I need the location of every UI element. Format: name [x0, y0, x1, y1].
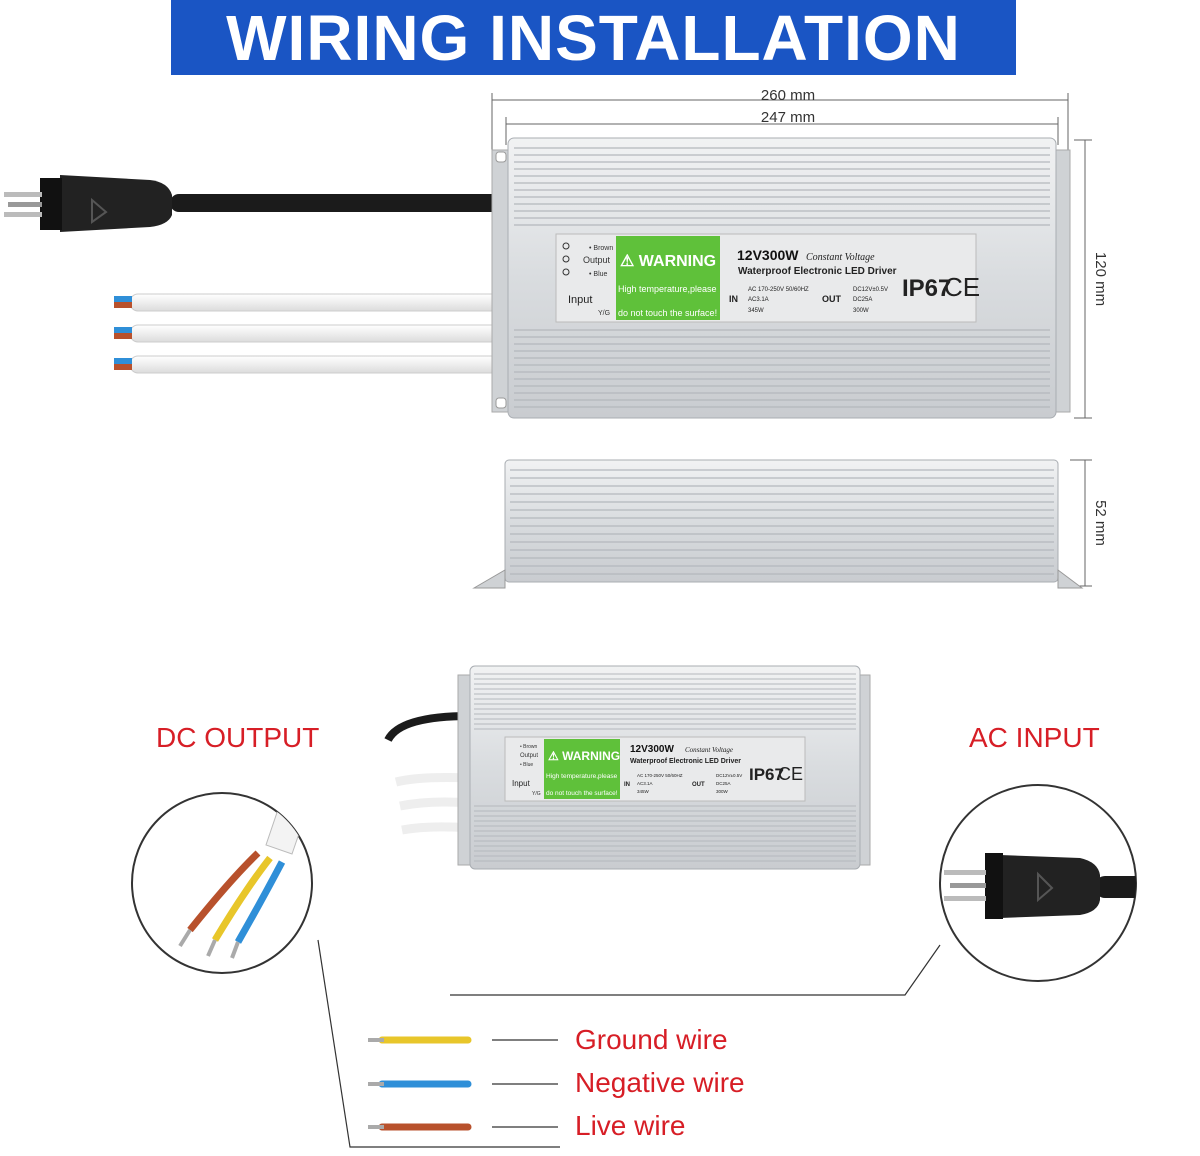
- ce-mark-small: CE: [778, 764, 803, 784]
- ip-rating: IP67: [902, 275, 951, 302]
- warning-line-2: do not touch the surface!: [618, 308, 717, 318]
- out-voltage-small: DC12V±0.5V: [716, 773, 742, 778]
- out-power: 300W: [853, 308, 869, 314]
- ground-label: Y/G: [598, 310, 610, 317]
- led-driver-wired: ⚠ WARNING High temperature,please do not…: [384, 665, 871, 870]
- ground-label-small: Y/G: [532, 791, 541, 797]
- title-banner: WIRING INSTALLATION: [171, 0, 1016, 75]
- in-power: 345W: [748, 308, 764, 314]
- warning-line-2-small: do not touch the surface!: [546, 790, 618, 797]
- dim-outer-width: 260 mm: [761, 87, 815, 104]
- warning-line-1: High temperature,please: [618, 284, 717, 294]
- description-label: Waterproof Electronic LED Driver: [738, 266, 897, 277]
- dim-inner-width: 247 mm: [761, 109, 815, 126]
- in-current-small: AC3.1A: [637, 781, 653, 786]
- dc-output-label: DC OUTPUT: [156, 722, 320, 753]
- led-driver-side-view: [472, 459, 1084, 589]
- legend-negative-label: Negative wire: [575, 1067, 745, 1098]
- out-current-small: DC25A: [716, 781, 731, 786]
- wire-legend: [368, 1036, 558, 1131]
- page-title: WIRING INSTALLATION: [226, 1, 961, 74]
- model-label-small: 12V300W: [630, 744, 674, 755]
- mode-label: Constant Voltage: [806, 252, 875, 263]
- description-label-small: Waterproof Electronic LED Driver: [630, 758, 741, 765]
- dimension-lines: [491, 93, 1092, 587]
- legend-ground-label: Ground wire: [575, 1024, 728, 1055]
- terminal-brown-small: • Brown: [520, 744, 538, 750]
- in-label-small: IN: [624, 782, 630, 788]
- in-voltage: AC 170-250V 50/60HZ: [748, 287, 809, 293]
- ac-power-cord: [4, 175, 506, 232]
- ip-rating-small: IP67: [749, 765, 784, 784]
- model-label: 12V300W: [737, 247, 799, 263]
- warning-title: ⚠ WARNING: [620, 253, 716, 270]
- input-label-small: Input: [512, 779, 531, 788]
- led-driver-top-view: [491, 137, 1071, 419]
- warning-line-1-small: High temperature,please: [546, 773, 618, 780]
- ac-input-label: AC INPUT: [969, 722, 1100, 753]
- dim-height: 120 mm: [1092, 252, 1109, 306]
- dc-output-zoom: [131, 792, 560, 1148]
- legend-live-label: Live wire: [575, 1110, 686, 1141]
- terminal-brown-label: • Brown: [589, 245, 613, 252]
- in-current: AC3.1A: [748, 297, 769, 303]
- terminal-output-small: Output: [520, 753, 538, 759]
- out-power-small: 300W: [716, 789, 729, 794]
- dim-depth: 52 mm: [1092, 500, 1109, 546]
- in-power-small: 345W: [637, 789, 650, 794]
- terminal-blue-small: • Blue: [520, 762, 533, 768]
- warning-title-small: ⚠ WARNING: [548, 749, 620, 763]
- dc-output-cables: [114, 293, 511, 374]
- out-label: OUT: [822, 294, 842, 304]
- device-label: • Brown Output • Blue Input Y/G ⚠ WARNIN…: [562, 242, 980, 318]
- out-label-small: OUT: [692, 782, 705, 788]
- terminal-blue-label: • Blue: [589, 271, 608, 278]
- in-voltage-small: AC 170-250V 50/60HZ: [637, 773, 683, 778]
- in-label: IN: [729, 294, 738, 304]
- ac-input-zoom: [450, 784, 1137, 996]
- terminal-output-label: Output: [583, 255, 611, 265]
- out-voltage: DC12V±0.5V: [853, 287, 888, 293]
- out-current: DC25A: [853, 297, 872, 303]
- mode-label-small: Constant Voltage: [685, 746, 733, 754]
- ce-mark: CE: [944, 272, 980, 302]
- input-label: Input: [568, 294, 592, 306]
